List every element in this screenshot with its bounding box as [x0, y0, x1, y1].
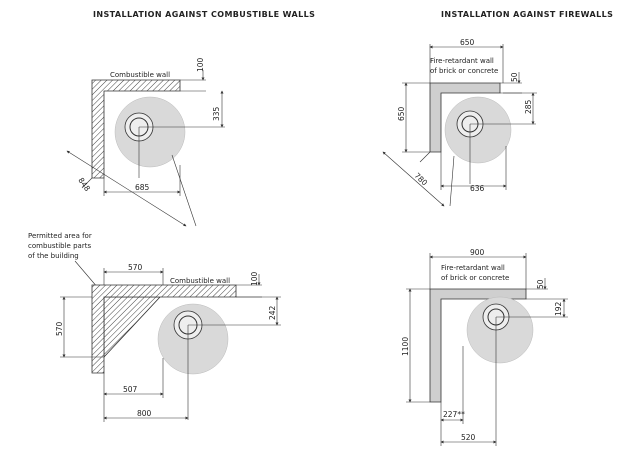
dim-650-top-tr: 650 — [460, 38, 475, 47]
wall-label-br-1: Fire-retardant wall — [441, 264, 505, 272]
dim-520-br: 520 — [461, 433, 476, 442]
wall-label-br-2: of brick or concrete — [441, 274, 509, 282]
dim-1100-br: 1100 — [401, 337, 410, 356]
dim-192-br: 192 — [554, 301, 563, 316]
dim-800-bl: 800 — [137, 409, 152, 418]
dim-848-tl: 848 — [76, 176, 92, 193]
dim-636-tr: 636 — [470, 184, 485, 193]
diagram-combustible-permitted: Permitted area for combustible parts of … — [28, 232, 281, 422]
diagram-combustible-corner: Combustible wall 100 335 685 848 — [66, 57, 225, 227]
permitted-area-bl — [103, 296, 161, 359]
permitted-label-1: Permitted area for — [28, 232, 92, 240]
diagram-firewall-straight: Fire-retardant wall of brick or concrete… — [401, 248, 568, 446]
dim-507-bl: 507 — [123, 385, 138, 394]
permitted-label-3: of the building — [28, 252, 79, 260]
wall-label-bl: Combustible wall — [170, 277, 230, 285]
dim-900-br: 900 — [470, 248, 485, 257]
dim-780-tr: 780 — [413, 171, 430, 188]
dim-100-tl: 100 — [196, 57, 205, 72]
dim-50-tr: 50 — [510, 72, 519, 82]
wall-label-tl: Combustible wall — [110, 71, 170, 79]
wall-label-tr-2: of brick or concrete — [430, 67, 498, 75]
dim-685-tl: 685 — [135, 183, 150, 192]
dim-650-left-tr: 650 — [397, 106, 406, 121]
dim-570-top-bl: 570 — [128, 263, 143, 272]
dim-50-br: 50 — [536, 279, 545, 289]
title-firewalls: INSTALLATION AGAINST FIREWALLS — [441, 10, 613, 19]
title-combustible-walls: INSTALLATION AGAINST COMBUSTIBLE WALLS — [93, 10, 315, 19]
dim-227-br: 227** — [443, 410, 465, 419]
dim-335-tl: 335 — [212, 106, 221, 121]
wall-label-tr-1: Fire-retardant wall — [430, 57, 494, 65]
diagram-firewall-corner: Fire-retardant wall of brick or concrete… — [382, 38, 537, 207]
dim-285-tr: 285 — [524, 99, 533, 114]
permitted-label-2: combustible parts — [28, 242, 91, 250]
dim-242-bl: 242 — [268, 305, 277, 320]
dim-570-left-bl: 570 — [55, 321, 64, 336]
dim-100-bl: 100 — [250, 271, 259, 286]
